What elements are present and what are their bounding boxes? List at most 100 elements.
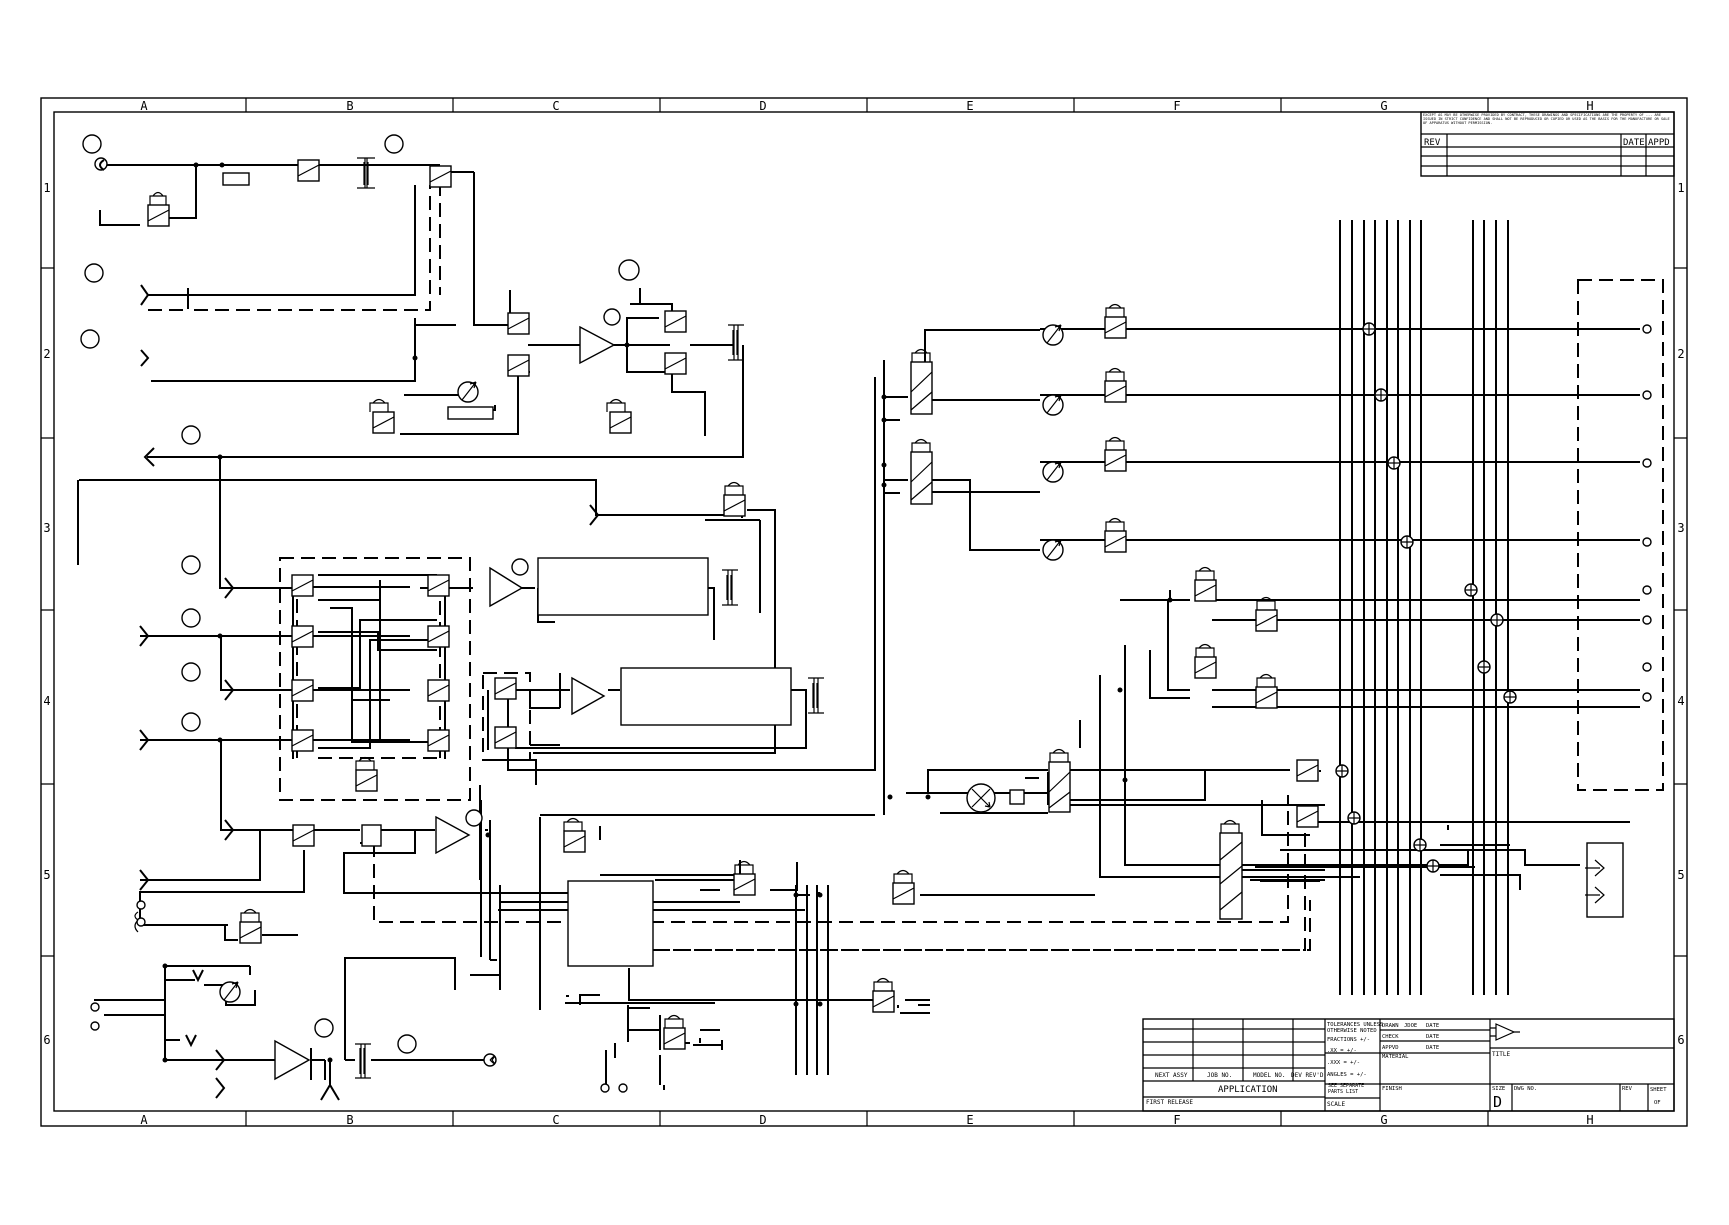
relay-box <box>507 312 530 335</box>
date-header: DATE <box>1623 138 1645 148</box>
zone-label: 6 <box>1677 1033 1684 1047</box>
meter-box <box>1009 789 1025 805</box>
relay-box <box>147 204 170 227</box>
scale-label: SCALE <box>1327 1101 1345 1108</box>
relay-box <box>1194 579 1217 602</box>
relay-box <box>291 729 314 752</box>
title-block: NEXT ASSY JOB NO. MODEL NO. DEV REV'D AP… <box>1142 1018 1675 1112</box>
drawn-label: DRAWN <box>1382 1023 1399 1029</box>
junction-dots <box>162 162 1173 1063</box>
drawing-frame <box>40 97 1688 1127</box>
zone-label: G <box>1380 1113 1387 1127</box>
rev-header: REV <box>1424 138 1441 148</box>
tolerances-label: TOLERANCES UNLESS <box>1327 1022 1383 1028</box>
zone-label: 2 <box>1677 347 1684 361</box>
relay-box <box>723 494 746 517</box>
zone-label: 4 <box>43 694 50 708</box>
relay-box <box>291 625 314 648</box>
next-assy-label: NEXT ASSY <box>1155 1072 1188 1079</box>
zone-label: D <box>759 99 766 113</box>
amplifiers <box>274 325 616 1081</box>
zone-label: F <box>1173 99 1180 113</box>
xx-tolerance: .XX = +/- <box>1327 1048 1357 1054</box>
angles-tolerance: ANGLES = +/- <box>1327 1072 1367 1078</box>
size-value: D <box>1493 1093 1502 1111</box>
zone-label: 6 <box>43 1033 50 1047</box>
meter-icon <box>1042 324 1064 346</box>
zone-label: B <box>346 1113 353 1127</box>
size-label: SIZE <box>1492 1086 1505 1092</box>
check-date-label: DATE <box>1426 1034 1439 1040</box>
amplifier-triangle <box>571 676 606 716</box>
relay-box <box>361 824 382 847</box>
appvd-label: APPVD <box>1382 1045 1399 1051</box>
company-logo-icon <box>1490 1023 1520 1041</box>
relay-contacts <box>147 159 1319 1050</box>
relay-box <box>563 830 586 853</box>
model-no-label: MODEL NO. <box>1253 1072 1286 1079</box>
of-label: OF <box>1654 1100 1661 1106</box>
meter-icon <box>219 981 241 1003</box>
zone-label: A <box>140 1113 148 1127</box>
relay-box <box>429 165 452 188</box>
module-block <box>567 880 654 967</box>
finish-label: FINISH <box>1382 1086 1402 1092</box>
dev-rev-label: DEV REV'D <box>1291 1072 1324 1079</box>
relay-box <box>1194 656 1217 679</box>
amplifier-triangle <box>435 815 471 855</box>
resistor <box>222 172 250 186</box>
appd-header: APPD <box>1648 138 1670 148</box>
mixer-icon <box>966 783 996 813</box>
application-label: APPLICATION <box>1218 1085 1278 1095</box>
zone-labels-left: 1 2 3 4 5 6 <box>43 181 50 1047</box>
zone-label: 1 <box>1677 181 1684 195</box>
zone-label: E <box>966 99 973 113</box>
revision-block: EXCEPT AS MAY BE OTHERWISE PROVIDED BY C… <box>1420 111 1675 177</box>
module-block <box>537 557 709 616</box>
amplifier-triangle <box>579 325 616 365</box>
xxx-tolerance: .XXX = +/- <box>1327 1060 1360 1066</box>
couplers <box>355 157 824 1079</box>
zone-label: 4 <box>1677 694 1684 708</box>
zone-label: C <box>552 1113 559 1127</box>
zone-label: 3 <box>1677 521 1684 535</box>
zone-label: A <box>140 99 148 113</box>
relay-box <box>427 729 450 752</box>
relay-box <box>297 159 320 182</box>
first-release-label: FIRST RELEASE <box>1146 1099 1193 1106</box>
meter-icon <box>1042 539 1064 561</box>
sheet-label: SHEET <box>1650 1087 1667 1093</box>
relay-box <box>427 574 450 597</box>
relay-stack <box>910 451 933 505</box>
zone-labels-right: 1 2 3 4 5 6 <box>1677 181 1684 1047</box>
zone-label: G <box>1380 99 1387 113</box>
see-parts-list-note: SEE SEPARATE PARTS LIST <box>1328 1083 1365 1095</box>
relay-box <box>427 679 450 702</box>
relay-box <box>663 1027 686 1050</box>
zone-labels-top: A B C D E F G H <box>140 99 1593 113</box>
job-no-label: JOB NO. <box>1207 1072 1232 1079</box>
relay-box <box>892 882 915 905</box>
relay-box <box>291 679 314 702</box>
title-label: TITLE <box>1492 1051 1510 1058</box>
zone-label: 2 <box>43 347 50 361</box>
zone-label: 5 <box>43 868 50 882</box>
zone-label: E <box>966 1113 973 1127</box>
relay-coil-actuators <box>149 191 1276 1028</box>
relay-box <box>733 873 756 896</box>
meter-icon <box>1042 461 1064 483</box>
appvd-date-label: DATE <box>1426 1045 1439 1051</box>
meters <box>219 324 1064 1003</box>
relay-box <box>239 921 262 944</box>
modules <box>222 172 1624 967</box>
relay-box <box>427 625 450 648</box>
check-label: CHECK <box>1382 1034 1399 1040</box>
relay-box <box>355 769 378 792</box>
relay-box <box>1104 530 1127 553</box>
zone-label: B <box>346 99 353 113</box>
otherwise-label: OTHERWISE NOTED <box>1327 1028 1377 1034</box>
module-block <box>620 667 792 726</box>
relay-box <box>664 352 687 375</box>
drawn-by: JDOE <box>1404 1023 1417 1029</box>
